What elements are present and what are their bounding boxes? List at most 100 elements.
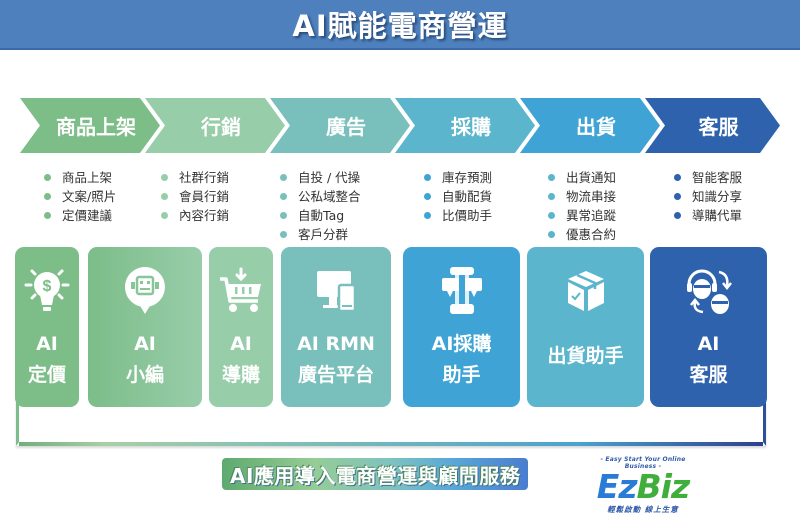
card-label: AI採購 助手 — [432, 329, 492, 391]
bullet-text: 知識分享 — [692, 189, 743, 204]
bullet-text: 出貨通知 — [566, 170, 617, 185]
bullet-text: 優惠合約 — [566, 227, 617, 242]
bullet-item: 自動Tag — [280, 206, 361, 225]
card-shipping-assistant: 出貨助手 — [527, 247, 644, 407]
card-label-line2: 定價 — [27, 364, 66, 386]
bullet-text: 文案/照片 — [62, 189, 117, 204]
card-label-line1: AI — [230, 333, 252, 355]
card-label: AI 導購 — [222, 329, 260, 391]
footer-tagline: AI應用導入電商營運與顧問服務 — [222, 458, 529, 490]
card-label: AI 小編 — [126, 329, 164, 391]
stage-bullets-customer-service: 智能客服 知識分享 導購代單 — [674, 168, 742, 225]
stage-label: 行銷 — [201, 115, 241, 139]
bullet-item: 導購代單 — [674, 206, 742, 225]
phone-chat-icon — [436, 265, 488, 317]
bullet-dot-icon — [424, 212, 431, 219]
bullet-item: 知識分享 — [674, 187, 742, 206]
ezbiz-logo: - Easy Start Your Online Business - EzBi… — [588, 456, 698, 522]
card-ai-pricing: $ AI 定價 — [15, 247, 79, 407]
bullet-item: 優惠合約 — [548, 225, 616, 244]
svg-text:$: $ — [43, 278, 52, 295]
footer-tagline-text: AI應用導入電商營運與顧問服務 — [230, 463, 521, 488]
bullet-dot-icon — [161, 174, 168, 181]
card-ai-shopping-guide: AI 導購 — [209, 247, 273, 407]
bullet-item: 異常追蹤 — [548, 206, 616, 225]
bullet-text: 內容行銷 — [179, 208, 230, 223]
bullet-text: 客戶分群 — [298, 227, 349, 242]
bullet-item: 智能客服 — [674, 168, 742, 187]
card-ai-copywriter: AI 小編 — [88, 247, 202, 407]
bullet-text: 商品上架 — [62, 170, 113, 185]
bullet-item: 庫存預測 — [424, 168, 492, 187]
bullet-item: 比價助手 — [424, 206, 492, 225]
bullet-dot-icon — [44, 174, 51, 181]
logo-subtitle: 輕鬆啟動 線上生意 — [607, 505, 679, 514]
bullet-item: 客戶分群 — [280, 225, 361, 244]
card-ai-customer-service: AI 客服 — [650, 247, 767, 407]
bullet-dot-icon — [161, 193, 168, 200]
package-box-icon — [560, 265, 612, 317]
bullet-dot-icon — [548, 231, 555, 238]
bullet-dot-icon — [424, 193, 431, 200]
bullet-item: 定價建議 — [44, 206, 116, 225]
bullet-dot-icon — [424, 174, 431, 181]
chevron-shapes — [20, 98, 780, 153]
stage-label: 廣告 — [326, 115, 366, 139]
card-label: AI 客服 — [689, 329, 727, 391]
bullet-dot-icon — [674, 212, 681, 219]
page-title: AI賦能電商營運 — [292, 9, 508, 43]
stage-label: 採購 — [451, 115, 491, 139]
card-ai-procurement-assistant: AI採購 助手 — [403, 247, 520, 407]
card-label-line1: 出貨助手 — [547, 345, 624, 367]
bullet-text: 物流串接 — [566, 189, 617, 204]
card-label: AI RMN 廣告平台 — [297, 329, 375, 391]
card-label-line1: AI — [134, 333, 156, 355]
bullet-dot-icon — [44, 212, 51, 219]
bullet-item: 自動配貨 — [424, 187, 492, 206]
bullet-text: 社群行銷 — [179, 170, 230, 185]
bullet-item: 出貨通知 — [548, 168, 616, 187]
stage-chevron-listing: 商品上架 — [20, 98, 160, 153]
logo-tagline: - Easy Start Your Online Business - — [600, 456, 686, 470]
shopping-cart-icon — [215, 265, 267, 317]
bullet-dot-icon — [280, 231, 287, 238]
card-label-line1: AI採購 — [431, 333, 492, 355]
bullet-dot-icon — [548, 212, 555, 219]
bullet-text: 智能客服 — [692, 170, 743, 185]
card-label-line2: 導購 — [221, 364, 260, 386]
bullet-dot-icon — [280, 174, 287, 181]
bullet-item: 自投 / 代操 — [280, 168, 361, 187]
card-label-line1: AI — [36, 333, 58, 355]
bullet-text: 比價助手 — [442, 208, 493, 223]
stage-label: 商品上架 — [56, 115, 136, 139]
lightbulb-dollar-icon: $ — [21, 265, 73, 317]
logo-wordmark: EzBiz — [588, 470, 698, 504]
robot-chat-icon — [119, 265, 171, 317]
bullet-item: 物流串接 — [548, 187, 616, 206]
stage-chevron-shipping: 出貨 — [520, 98, 660, 153]
bullet-dot-icon — [548, 174, 555, 181]
bullet-dot-icon — [280, 193, 287, 200]
bullet-dot-icon — [280, 212, 287, 219]
monitor-devices-icon — [310, 265, 362, 317]
bullet-text: 導購代單 — [692, 208, 743, 223]
bullet-text: 定價建議 — [62, 208, 113, 223]
card-label: 出貨助手 — [547, 341, 623, 372]
bullet-item: 內容行銷 — [161, 206, 229, 225]
card-label-line2: 客服 — [689, 364, 728, 386]
bullet-dot-icon — [674, 193, 681, 200]
process-chevron-row: 商品上架 行銷 廣告 採購 出貨 客服 — [0, 98, 800, 153]
stage-bullets-shipping: 出貨通知 物流串接 異常追蹤 優惠合約 — [548, 168, 616, 244]
bullet-item: 商品上架 — [44, 168, 116, 187]
stage-bullets-procurement: 庫存預測 自動配貨 比價助手 — [424, 168, 492, 225]
stage-label: 出貨 — [576, 115, 616, 139]
logo-biz: Biz — [636, 467, 691, 506]
bullet-item: 公私域整合 — [280, 187, 361, 206]
stage-label: 客服 — [698, 115, 739, 139]
card-label-line1: AI — [697, 333, 720, 355]
bullet-item: 會員行銷 — [161, 187, 229, 206]
card-ai-rmn-ad-platform: AI RMN 廣告平台 — [281, 247, 391, 407]
bullet-text: 庫存預測 — [442, 170, 493, 185]
card-label-line2: 廣告平台 — [297, 364, 374, 386]
bullet-text: 自動Tag — [298, 208, 345, 223]
